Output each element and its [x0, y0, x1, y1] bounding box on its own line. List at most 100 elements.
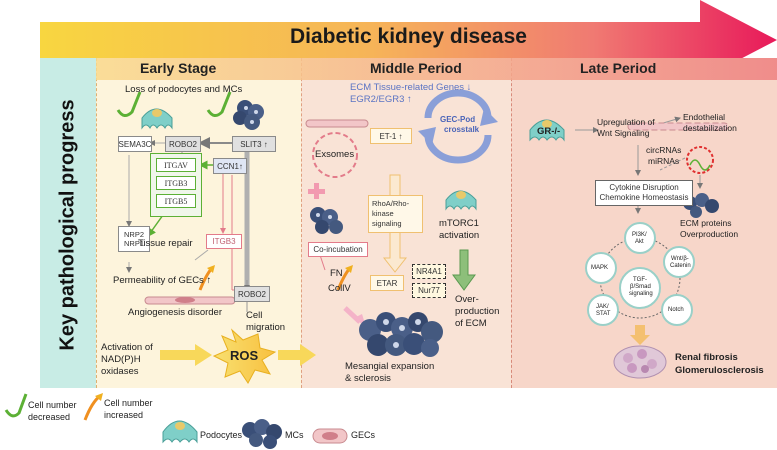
- sema3c-box: SEMA3C: [118, 136, 152, 152]
- nur77-box: Nur77: [412, 283, 446, 298]
- tgf-label-3: signaling: [629, 291, 653, 297]
- crosstalk-label-2: crosstalk: [444, 125, 480, 134]
- ecm-proteins-label-2: Overproduction: [680, 229, 739, 239]
- orange-curved-arrow-icon: [198, 265, 215, 291]
- cell-migration-label-1: Cell: [246, 310, 263, 321]
- circular-crosstalk-arrows-icon: [418, 89, 498, 164]
- robo2-bottom-box: ROBO2: [234, 286, 270, 302]
- side-label-bar: [40, 58, 96, 388]
- plus-icon: [308, 183, 325, 199]
- endo-label-1: Endothelial: [683, 112, 726, 122]
- ccn1-box: CCN1↑: [213, 158, 247, 174]
- jak-label-1: JAK/: [596, 304, 609, 310]
- mesangial-label-1: Mesangial expansion: [345, 361, 435, 372]
- egr-label: EGR2/EGR3 ↑: [350, 94, 412, 105]
- nadph-label-1: Activation of: [101, 342, 153, 353]
- overprod-label-1: Over-: [455, 294, 479, 305]
- tgf-label-2: β/Smad: [630, 284, 651, 290]
- pi3k-label-1: PI3K/: [632, 232, 647, 238]
- podocyte-icon: [529, 119, 565, 142]
- overprod-label-2: production: [455, 306, 500, 317]
- circ-label-2: miRNAs: [648, 156, 680, 166]
- cytokine-label-2: Chemokine Homeostasis: [599, 193, 689, 202]
- robo2-top-box: ROBO2: [165, 136, 201, 152]
- fibrosis-label-1: Renal fibrosis: [675, 352, 738, 363]
- cell-migration-label-2: migration: [246, 322, 286, 333]
- overprod-label-3: of ECM: [455, 318, 487, 329]
- middle-period-title: Middle Period: [370, 60, 462, 76]
- slit3-box: SLIT3 ↑: [232, 136, 276, 152]
- gec-capsule-icon: [627, 122, 729, 131]
- exsome-circle: [312, 132, 358, 178]
- ros-label: ROS: [230, 348, 259, 363]
- fibrosis-label-2: Glomerulosclerosis: [675, 365, 764, 376]
- legend-increased-1: Cell number: [104, 398, 153, 408]
- mesangial-cell-cluster-icon: [242, 419, 282, 449]
- late-period-title: Late Period: [580, 60, 657, 76]
- legend-podocytes: Podocytes: [200, 430, 243, 440]
- rhoa-label-3: signaling: [372, 219, 402, 228]
- podocyte-icon: [445, 190, 477, 211]
- wnt-label-2: Wnt Signaling: [597, 128, 650, 138]
- glomerulosclerosis-icon: [613, 345, 667, 379]
- green-check-arrow-icon: [116, 91, 232, 117]
- mesangial-cell-cluster-icon: [359, 312, 443, 357]
- itgb5-box: ITGB5: [156, 194, 196, 208]
- crosstalk-label-1: GEC-Pod: [440, 115, 476, 124]
- nadph-to-ros-arrow: [160, 344, 212, 366]
- colliv-label: CollV: [328, 283, 351, 294]
- nadph-label-3: oxidases: [101, 366, 139, 377]
- ecm-genes-label: ECM Tissue-related Genes ↓: [350, 82, 472, 93]
- tissue-repair-label: Tissue repair: [138, 238, 193, 249]
- notch-label: Notch: [668, 307, 684, 313]
- mesangial-cell-cluster-icon: [233, 100, 264, 130]
- podocyte-icon: [141, 108, 173, 130]
- gec-capsule-icon: [305, 119, 369, 128]
- tgf-label-1: TGF-: [633, 277, 647, 283]
- mesangial-cell-cluster-icon: [310, 207, 343, 234]
- coincubation-box: Co-incubation: [308, 242, 368, 257]
- rhoa-box: RhoA/Rho- kinase signaling: [368, 195, 423, 233]
- mtorc1-label-2: activation: [439, 230, 480, 241]
- legend-mcs: MCs: [285, 430, 304, 440]
- green-check-arrow-icon: [4, 393, 28, 418]
- podocyte-icon: [162, 420, 198, 444]
- header-arrow: [40, 0, 777, 80]
- ros-starburst-icon: [212, 328, 277, 384]
- legend-decreased-1: Cell number: [28, 400, 77, 410]
- nrp1-label: NRP1: [123, 239, 144, 248]
- wnt-catenin-label-2: Catenin: [670, 263, 691, 269]
- permeability-label: Permeability of GECs ↑: [113, 275, 212, 286]
- et1-box: ET-1 ↑: [370, 128, 412, 144]
- mapk-label: MAPK: [591, 265, 609, 271]
- wnt-catenin-label-1: Wnt/β-: [671, 256, 689, 262]
- rhoa-label-1: RhoA/Rho-: [372, 199, 410, 208]
- legend-gecs: GECs: [351, 430, 376, 440]
- gr-label: GR-/-: [537, 126, 561, 137]
- exsomes-label: Exsomes: [315, 149, 355, 160]
- itgav-box: ITGAV: [156, 158, 196, 172]
- orange-curved-arrow-icon: [83, 393, 103, 421]
- signaling-nodes: [585, 222, 695, 326]
- cytokine-label-1: Cytokine Disruption: [609, 183, 679, 192]
- itgb3-pink-box: ITGB3: [206, 234, 242, 249]
- nrp2-label: NRP2: [123, 230, 144, 239]
- endo-label-2: destabilization: [683, 123, 737, 133]
- circrna-circle: [686, 146, 714, 174]
- legend-decreased-2: decreased: [28, 412, 71, 422]
- mtorc1-label-1: mTORC1: [439, 218, 479, 229]
- mesangial-label-2: & sclerosis: [345, 373, 391, 384]
- ecm-proteins-label-1: ECM proteins: [680, 218, 732, 228]
- circ-label-1: circRNAs: [646, 145, 682, 155]
- pi3k-label-2: Akt: [635, 239, 644, 245]
- cytokine-box: Cytokine Disruption Chemokine Homeostasi…: [595, 180, 693, 206]
- main-title: Diabetic kidney disease: [290, 25, 527, 48]
- itgb3-box: ITGB3: [156, 176, 196, 190]
- nr4a1-box: NR4A1: [412, 264, 446, 279]
- jak-label-2: STAT: [596, 311, 611, 317]
- early-stage-title: Early Stage: [140, 60, 217, 76]
- etar-box: ETAR: [370, 275, 404, 291]
- rhoa-label-2: kinase: [372, 209, 394, 218]
- fn-label: FN: [330, 268, 343, 279]
